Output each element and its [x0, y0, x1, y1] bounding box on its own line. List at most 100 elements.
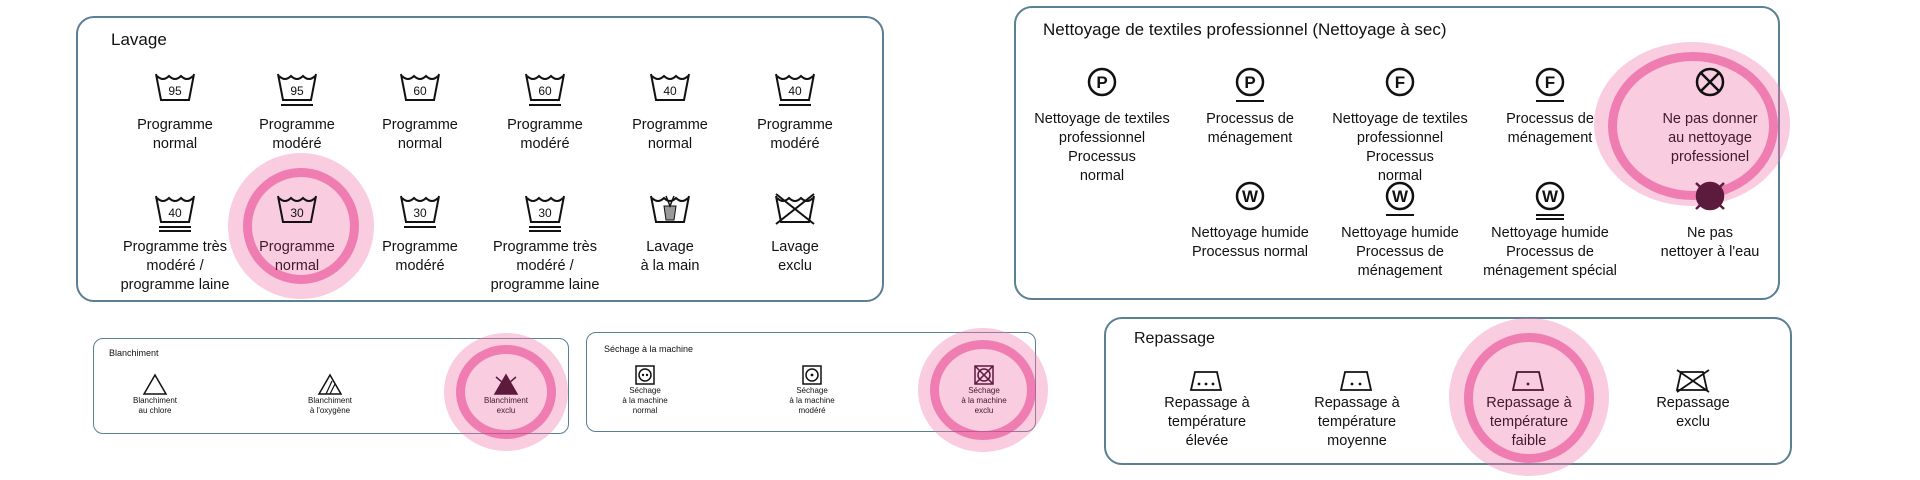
symbol-label: Programme très modéré / programme laine: [120, 239, 230, 293]
symbol-label: Processus de ménagement: [1506, 111, 1594, 146]
symbol-label: Nettoyage humide Processus de ménagement…: [1483, 225, 1617, 279]
wash-symbol-icon: 30: [232, 192, 362, 238]
dry-clean-symbol-item: P Nettoyage de textiles professionnel Pro…: [1032, 66, 1172, 185]
symbol-label: Programme modéré: [757, 117, 833, 152]
svg-text:30: 30: [413, 206, 427, 220]
repassage-title: Repassage: [1134, 330, 1215, 347]
symbol-label: Séchage à la machine normal: [622, 386, 668, 415]
wash-symbol-icon: 40: [730, 70, 860, 116]
dry-clean-symbol-item: Ne pas donner au nettoyage professionel: [1640, 66, 1780, 167]
symbol-label: Séchage à la machine modéré: [789, 386, 835, 415]
dry-clean-symbol-icon: P: [1180, 66, 1320, 110]
svg-text:40: 40: [168, 206, 182, 220]
svg-text:W: W: [1542, 187, 1559, 206]
bleach-symbol-item: Blanchiment exclu: [466, 372, 546, 416]
wet-clean-symbol-item: W Nettoyage humide Processus de ménagemen…: [1330, 180, 1470, 281]
wash-symbol-icon: 95: [232, 70, 362, 116]
wash-symbol-item: Lavage exclu: [730, 192, 860, 276]
highlight-ring: [456, 345, 556, 439]
nettoyage-title: Nettoyage de textiles professionnel (Net…: [1043, 20, 1447, 39]
svg-text:95: 95: [168, 84, 182, 98]
symbol-label: Nettoyage humide Processus de ménagement: [1341, 225, 1459, 279]
symbol-label: Programme très modéré / programme laine: [490, 239, 600, 293]
symbol-label: Blanchiment exclu: [483, 396, 529, 415]
sechage-title: Séchage à la machine: [604, 344, 694, 354]
symbol-label: Ne pas donner au nettoyage professionel: [1662, 111, 1758, 165]
tumble-dry-symbol-item: Séchage à la machine exclu: [944, 364, 1024, 416]
highlight-ring: [1464, 333, 1594, 463]
symbol-label: Programme normal: [382, 117, 458, 152]
lavage-title: Lavage: [111, 30, 167, 49]
symbol-label: Programme normal: [632, 117, 708, 152]
symbol-label: Nettoyage de textiles professionnel Proc…: [1332, 111, 1468, 184]
symbol-label: Repassage à température faible: [1486, 395, 1572, 449]
symbol-label: Programme modéré: [259, 117, 335, 152]
svg-text:W: W: [1392, 187, 1409, 206]
symbol-label: Repassage exclu: [1656, 395, 1730, 430]
tumble-dry-symbol-item: Séchage à la machine normal: [605, 364, 685, 416]
wet-clean-symbol-icon: W: [1330, 180, 1470, 224]
symbol-label: Ne pas nettoyer à l'eau: [1660, 225, 1760, 260]
dry-clean-symbol-item: F Nettoyage de textiles professionnel Pro…: [1330, 66, 1470, 185]
wash-symbol-icon: 40: [110, 192, 240, 238]
symbol-label: Lavage à la main: [640, 239, 700, 274]
symbol-label: Nettoyage de textiles professionnel Proc…: [1034, 111, 1170, 184]
highlight-ring: [1608, 52, 1778, 200]
svg-text:P: P: [1096, 73, 1107, 92]
symbol-label: Repassage à température moyenne: [1314, 395, 1400, 449]
ironing-symbol-item: Repassage à température faible: [1464, 366, 1594, 451]
svg-text:W: W: [1242, 187, 1259, 206]
dry-clean-symbol-icon: F: [1480, 66, 1620, 110]
ironing-symbol-item: Repassage exclu: [1628, 366, 1758, 432]
blanchiment-title: Blanchiment: [109, 348, 159, 358]
wet-clean-symbol-icon: [1640, 180, 1780, 224]
dry-clean-symbol-icon: [1640, 66, 1780, 110]
dry-clean-symbol-item: F Processus de ménagement: [1480, 66, 1620, 148]
symbol-label: Programme normal: [137, 117, 213, 152]
svg-text:F: F: [1395, 73, 1405, 92]
svg-text:60: 60: [413, 84, 427, 98]
symbol-label: Nettoyage humide Processus normal: [1191, 225, 1309, 260]
symbol-label: Blanchiment à l'oxygène: [307, 396, 353, 415]
bleach-symbol-item: Blanchiment à l'oxygène: [290, 372, 370, 416]
bleach-symbol-icon: [466, 372, 546, 396]
bleach-symbol-icon: [115, 372, 195, 396]
dry-clean-symbol-icon: P: [1032, 66, 1172, 110]
wet-clean-symbol-item: Ne pas nettoyer à l'eau: [1640, 180, 1780, 262]
tumble-dry-symbol-icon: [772, 364, 852, 386]
svg-text:F: F: [1545, 73, 1555, 92]
wash-symbol-icon: 30: [480, 192, 610, 238]
symbol-label: Blanchiment au chlore: [132, 396, 178, 415]
ironing-symbol-icon: [1142, 366, 1272, 394]
symbol-label: Programme modéré: [507, 117, 583, 152]
svg-text:P: P: [1244, 73, 1255, 92]
wet-clean-symbol-item: W Nettoyage humide Processus de ménagemen…: [1480, 180, 1620, 281]
wash-symbol-icon: 40: [605, 70, 735, 116]
bleach-symbol-icon: [290, 372, 370, 396]
symbol-label: Processus de ménagement: [1206, 111, 1294, 146]
wash-symbol-icon: 60: [480, 70, 610, 116]
svg-text:40: 40: [663, 84, 677, 98]
ironing-symbol-item: Repassage à température élevée: [1142, 366, 1272, 451]
tumble-dry-symbol-icon: [605, 364, 685, 386]
symbol-label: Programme normal: [259, 239, 335, 274]
wash-symbol-icon: 95: [110, 70, 240, 116]
wash-symbol-icon: [730, 192, 860, 238]
svg-text:30: 30: [290, 206, 304, 220]
wash-symbol-item: Lavage à la main: [605, 192, 735, 276]
wash-symbol-icon: 30: [355, 192, 485, 238]
wash-symbol-icon: 60: [355, 70, 485, 116]
wet-clean-symbol-icon: W: [1180, 180, 1320, 224]
ironing-symbol-icon: [1628, 366, 1758, 394]
highlight-ring: [243, 168, 359, 284]
lavage-panel: [76, 16, 884, 302]
tumble-dry-symbol-item: Séchage à la machine modéré: [772, 364, 852, 416]
